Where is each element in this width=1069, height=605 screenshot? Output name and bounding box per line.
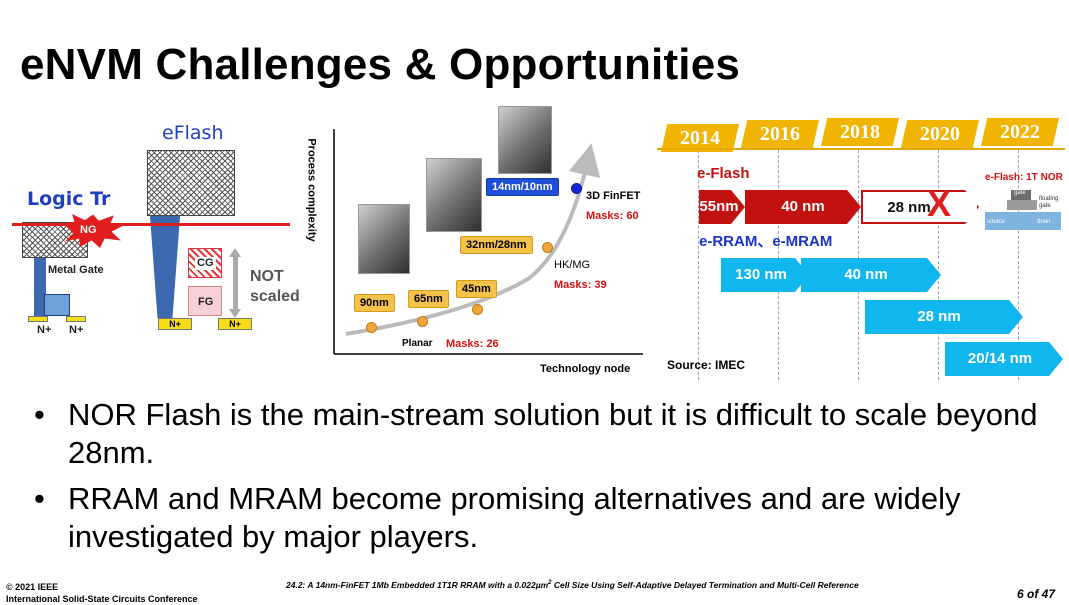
planar-label: Planar (402, 338, 433, 349)
bullet-nor-flash: NOR Flash is the main-stream solution bu… (28, 396, 1068, 472)
logic-nplus-right-label: N+ (69, 324, 84, 336)
logic-contact (34, 258, 46, 316)
source-imec-label: Source: IMEC (667, 358, 746, 372)
year-2022: 2022 (981, 118, 1059, 146)
node-14nm-box: 14nm/10nm (486, 178, 559, 196)
node-90nm-box: 90nm (354, 294, 395, 312)
metal-gate-text: Metal Gate (48, 264, 104, 276)
rram-mram-row-label: e-RRAM、e-MRAM (699, 233, 833, 250)
masks-planar-label: Masks: 26 (446, 338, 499, 350)
logic-nplus-left-label: N+ (37, 324, 52, 336)
paper-title-prefix: 24.2: A 14nm-FinFET 1Mb Embedded 1T1R RR… (286, 580, 549, 590)
not-scaled-arrow (229, 248, 241, 318)
chart-axes (333, 129, 643, 355)
eflash-55nm-arrow: 55nm (699, 190, 745, 224)
ng-label: NG (80, 224, 97, 236)
node-45nm-box: 45nm (456, 280, 497, 298)
logic-nplus-left (28, 316, 48, 322)
metal-gate-block (44, 294, 70, 316)
eflash-28nm-text: 28 nm (887, 198, 931, 216)
nor-cell-source-label: source (987, 219, 1006, 225)
year-2018: 2018 (821, 118, 899, 146)
node-28nm-box: 32nm/28nm (460, 236, 533, 254)
nor-cell-floating-label: floating gate (1039, 196, 1059, 209)
year-2016: 2016 (741, 120, 819, 148)
eflash-28nm-arrow: 28 nm (861, 190, 979, 224)
nor-cell-gate (1011, 190, 1031, 200)
eflash-row-label: e-Flash (697, 165, 750, 182)
footer-conference: International Solid-State Circuits Confe… (6, 594, 198, 604)
eflash-label: eFlash (162, 122, 224, 144)
x-axis-label: Technology node (540, 363, 631, 375)
hkmg-label: HK/MG (554, 259, 591, 271)
complexity-curve (345, 143, 601, 336)
metal-gate-label: Metal Gate (48, 264, 104, 277)
timeline-base-line (657, 148, 1065, 150)
footer-copyright: © 2021 IEEE (6, 582, 59, 592)
masks-finfet-label: Masks: 60 (586, 210, 639, 222)
finfet-tem-image (498, 106, 552, 174)
eflash-40nm-arrow: 40 nm (745, 190, 861, 224)
masks-hkmg-label: Masks: 39 (554, 279, 607, 291)
nor-cell-diagram: gate floating gate source drain (985, 188, 1063, 232)
eflash-nplus-left: N+ (158, 318, 192, 330)
node-90nm-dot (366, 322, 377, 333)
node-45nm-dot (472, 304, 483, 315)
cg-label: CG (195, 257, 216, 270)
guide-2022 (1018, 150, 1019, 380)
node-65nm-dot (417, 316, 428, 327)
finfet-label: 3D FinFET (586, 190, 641, 202)
bullet-rram-mram: RRAM and MRAM become promising alternati… (28, 480, 1068, 556)
not-scaled-label: NOT scaled (250, 268, 300, 305)
process-complexity-chart: Process complexity Technology node 90nm … (306, 104, 658, 380)
page-number: 6 of 47 (1016, 587, 1055, 601)
nor-cell-drain-label: drain (1037, 219, 1051, 225)
ng-reference-line (12, 223, 290, 226)
rram-130nm-arrow: 130 nm (721, 258, 809, 292)
year-2020: 2020 (901, 120, 979, 148)
planar-tem-image (358, 204, 410, 274)
rram-40nm-arrow: 40 nm (801, 258, 941, 292)
node-65nm-box: 65nm (408, 290, 449, 308)
guide-2020 (938, 150, 939, 380)
year-2014: 2014 (661, 124, 739, 152)
envm-roadmap: 2014 2016 2018 2020 2022 e-Flash 55nm 40… (655, 116, 1067, 384)
rram-20-14nm-arrow: 20/14 nm (945, 342, 1063, 376)
paper-title-sup: 2 (548, 580, 552, 587)
bullet-list: NOR Flash is the main-stream solution bu… (28, 396, 1068, 564)
logic-nplus-right (66, 316, 86, 322)
eflash-nplus-right: N+ (218, 318, 252, 330)
footer-paper-title: 24.2: A 14nm-FinFET 1Mb Embedded 1T1R RR… (286, 580, 859, 590)
eflash-gate-stack (147, 150, 235, 216)
logic-tr-label: Logic Tr (27, 188, 111, 210)
node-14nm-dot (571, 183, 582, 194)
rram-28nm-arrow: 28 nm (865, 300, 1023, 334)
y-axis-label: Process complexity (305, 138, 318, 242)
nor-cell-substrate (985, 212, 1061, 230)
node-28nm-dot (542, 242, 553, 253)
hkmg-tem-image (426, 158, 482, 232)
nor-cell-floating-gate (1007, 200, 1037, 210)
paper-title-suffix: Cell Size Using Self-Adaptive Delayed Te… (551, 580, 859, 590)
fg-label: FG (198, 296, 214, 308)
nor-cell-gate-label: gate (1014, 190, 1026, 196)
eflash-1t-nor-label: e-Flash: 1T NOR (985, 172, 1063, 183)
guide-2014 (698, 150, 699, 380)
floating-gate-box (188, 286, 222, 316)
slide-title: eNVM Challenges & Opportunities (20, 40, 741, 89)
eflash-tall-contact (150, 216, 180, 318)
device-diagram: eFlash Logic Tr NG Metal Gate N+ N+ CG F… (0, 110, 320, 350)
cancel-x-mark: X (927, 183, 952, 224)
